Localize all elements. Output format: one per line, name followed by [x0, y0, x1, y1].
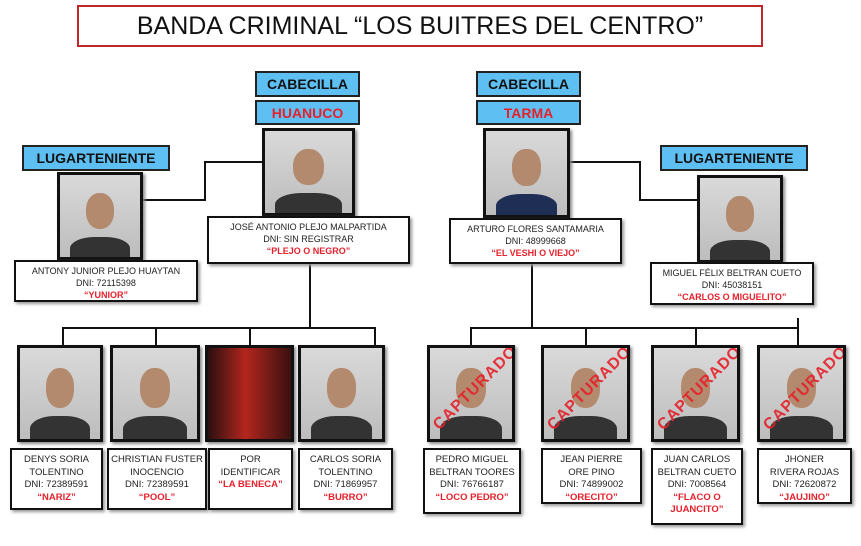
connector: [204, 161, 206, 201]
connector: [205, 161, 262, 163]
person-dni: DNI: 72389591: [24, 479, 89, 490]
person-dni: DNI: SIN REGISTRAR: [263, 234, 354, 244]
person-name: ANTONY JUNIOR PLEJO HUAYTAN: [31, 266, 181, 276]
person-name: ARTURO FLORES SANTAMARIA: [467, 224, 604, 234]
connector: [797, 318, 799, 345]
person-name: JUAN CARLOS: [663, 454, 731, 465]
person-photo: [697, 175, 783, 263]
person-name: MIGUEL FÉLIX BELTRAN CUETO: [662, 268, 802, 278]
person-dni: DNI: 76766187: [440, 479, 504, 490]
connector: [62, 327, 64, 345]
person-photo: [483, 128, 570, 218]
person-card: MIGUEL FÉLIX BELTRAN CUETO DNI: 45038151…: [650, 262, 814, 305]
chart-title: BANDA CRIMINAL “LOS BUITRES DEL CENTRO”: [77, 5, 763, 47]
person-name: TOLENTINO: [29, 466, 84, 478]
role-label: LUGARTENIENTE: [22, 145, 170, 171]
connector: [249, 327, 251, 345]
person-alias: “JAUJINO”: [779, 491, 830, 503]
person-name: RIVERA ROJAS: [769, 466, 840, 478]
connector: [470, 327, 798, 329]
person-dni: DNI: 71869957: [313, 479, 378, 490]
region-label: HUANUCO: [255, 100, 360, 125]
region-label: TARMA: [476, 100, 581, 125]
connector: [570, 161, 640, 163]
person-alias: “ORECITO”: [565, 491, 618, 503]
person-alias: “LA BENECA”: [218, 479, 283, 490]
connector: [309, 263, 311, 329]
person-photo: [262, 128, 355, 216]
person-name: CARLOS SORIA: [309, 454, 382, 465]
person-name: CHRISTIAN FUSTER: [111, 454, 203, 465]
person-name: POR: [240, 454, 261, 465]
connector: [374, 327, 376, 345]
person-dni: DNI: 72389591: [125, 479, 189, 490]
person-card: JOSÉ ANTONIO PLEJO MALPARTIDA DNI: SIN R…: [207, 216, 410, 264]
person-photo: [57, 172, 143, 260]
person-photo: CAPTURADO: [651, 345, 740, 442]
person-alias: “FLACO O JUANCITO”: [670, 491, 724, 516]
person-name: TOLENTINO: [318, 466, 373, 478]
person-name: JHONER: [784, 454, 825, 465]
connector: [639, 161, 641, 201]
connector: [143, 199, 206, 201]
person-alias: “NARIZ”: [37, 491, 76, 503]
person-dni: DNI: 7008564: [667, 479, 727, 490]
person-photo: CAPTURADO: [427, 345, 515, 442]
person-name: INOCENCIO: [130, 466, 184, 478]
person-card: ANTONY JUNIOR PLEJO HUAYTAN DNI: 7211539…: [14, 260, 198, 302]
connector: [695, 327, 697, 345]
person-photo: [205, 345, 294, 442]
person-photo: [110, 345, 200, 442]
person-name: PEDRO MIGUEL: [435, 454, 509, 465]
person-name: DENYS SORIA: [24, 454, 89, 465]
person-photo: [298, 345, 385, 442]
person-name: IDENTIFICAR: [220, 466, 281, 478]
person-name: BELTRAN TOORES: [429, 466, 515, 478]
connector: [531, 263, 533, 329]
person-dni: DNI: 74899002: [559, 479, 624, 490]
person-alias: “YUNIOR”: [83, 290, 128, 300]
person-alias: “BURRO”: [323, 491, 368, 503]
role-label: CABECILLA: [476, 71, 581, 97]
person-alias: “CARLOS O MIGUELITO”: [677, 292, 787, 302]
person-alias: “PLEJO O NEGRO”: [266, 246, 351, 256]
person-alias: “POOL”: [138, 491, 176, 503]
person-dni: DNI: 72115398: [76, 278, 136, 288]
person-alias: “LOCO PEDRO”: [435, 491, 509, 503]
role-label: CABECILLA: [255, 71, 360, 97]
person-name: JEAN PIERRE: [560, 454, 623, 465]
person-card: ARTURO FLORES SANTAMARIA DNI: 48999668 “…: [449, 218, 622, 264]
person-name: ORE PINO: [568, 466, 615, 478]
person-photo: [17, 345, 103, 442]
person-photo: CAPTURADO: [541, 345, 630, 442]
person-name: JOSÉ ANTONIO PLEJO MALPARTIDA: [230, 222, 387, 232]
connector: [470, 327, 472, 345]
connector: [62, 327, 375, 329]
person-dni: DNI: 48999668: [505, 236, 566, 246]
role-label: LUGARTENIENTE: [660, 145, 808, 171]
connector: [155, 327, 157, 345]
connector: [585, 327, 587, 345]
person-alias: “EL VESHI O VIEJO”: [491, 248, 580, 258]
person-name: BELTRAN CUETO: [657, 466, 737, 478]
connector: [639, 199, 697, 201]
person-dni: DNI: 45038151: [701, 280, 763, 290]
person-photo: CAPTURADO: [757, 345, 846, 442]
person-dni: DNI: 72620872: [772, 479, 837, 490]
